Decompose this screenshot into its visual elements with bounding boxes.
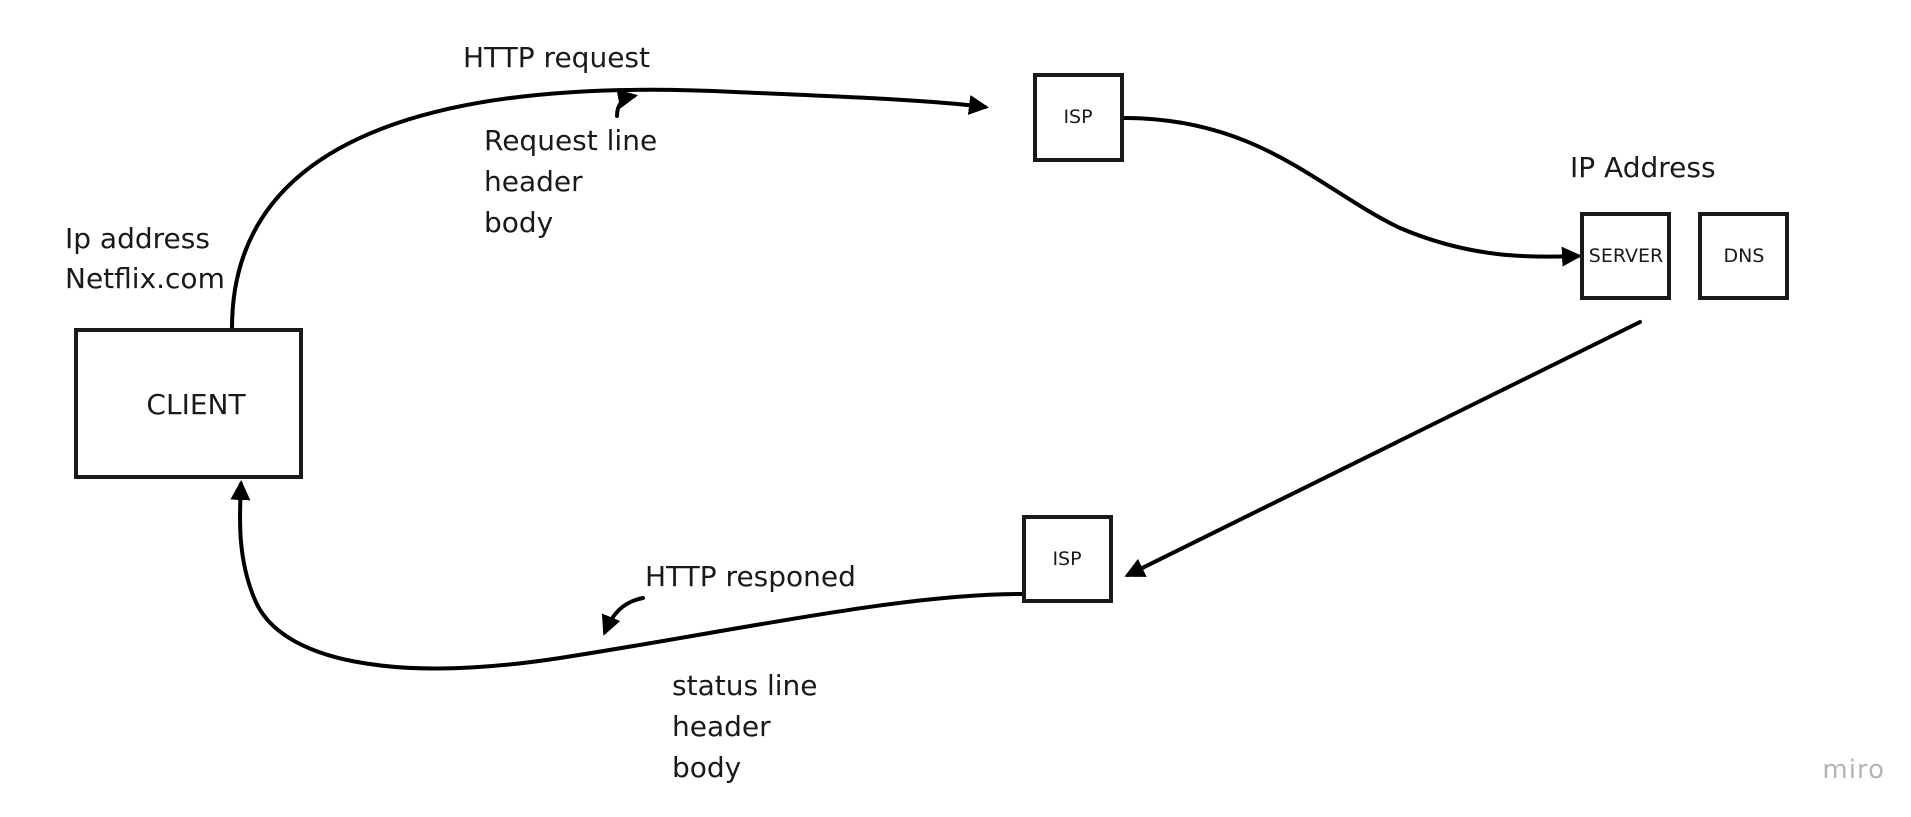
request-part-header: header bbox=[484, 165, 583, 198]
request-title: HTTP request bbox=[463, 41, 650, 74]
response-part-body: body bbox=[672, 751, 741, 784]
miro-watermark: miro bbox=[1822, 755, 1885, 785]
request-part-body: body bbox=[484, 206, 553, 239]
response-connector-isp-to-client bbox=[230, 480, 1024, 671]
client-note-ip-address: Ip address bbox=[65, 222, 210, 255]
request-part-line: Request line bbox=[484, 124, 657, 157]
response-part-header: header bbox=[672, 710, 771, 743]
isp-bottom-node: ISP bbox=[1022, 515, 1113, 603]
client-note-domain: Netflix.com bbox=[65, 262, 225, 295]
response-note-arrow bbox=[601, 596, 645, 636]
isp-top-label: ISP bbox=[1063, 106, 1092, 128]
connector-server-to-isp-bottom bbox=[1124, 320, 1642, 577]
isp-top-node: ISP bbox=[1033, 73, 1124, 162]
response-part-status-line: status line bbox=[672, 669, 817, 702]
server-node: SERVER bbox=[1580, 212, 1671, 300]
dns-label: DNS bbox=[1724, 245, 1765, 267]
client-label: CLIENT bbox=[146, 388, 246, 421]
request-connector-client-to-isp bbox=[230, 87, 989, 330]
response-title: HTTP responed bbox=[645, 560, 856, 593]
server-label: SERVER bbox=[1589, 245, 1663, 267]
dns-node: DNS bbox=[1698, 212, 1789, 300]
client-node: CLIENT bbox=[74, 328, 303, 479]
connector-isp-to-server bbox=[1122, 116, 1582, 267]
request-note-arrow bbox=[615, 89, 638, 118]
server-ip-address-note: IP Address bbox=[1570, 151, 1716, 184]
isp-bottom-label: ISP bbox=[1052, 548, 1081, 570]
